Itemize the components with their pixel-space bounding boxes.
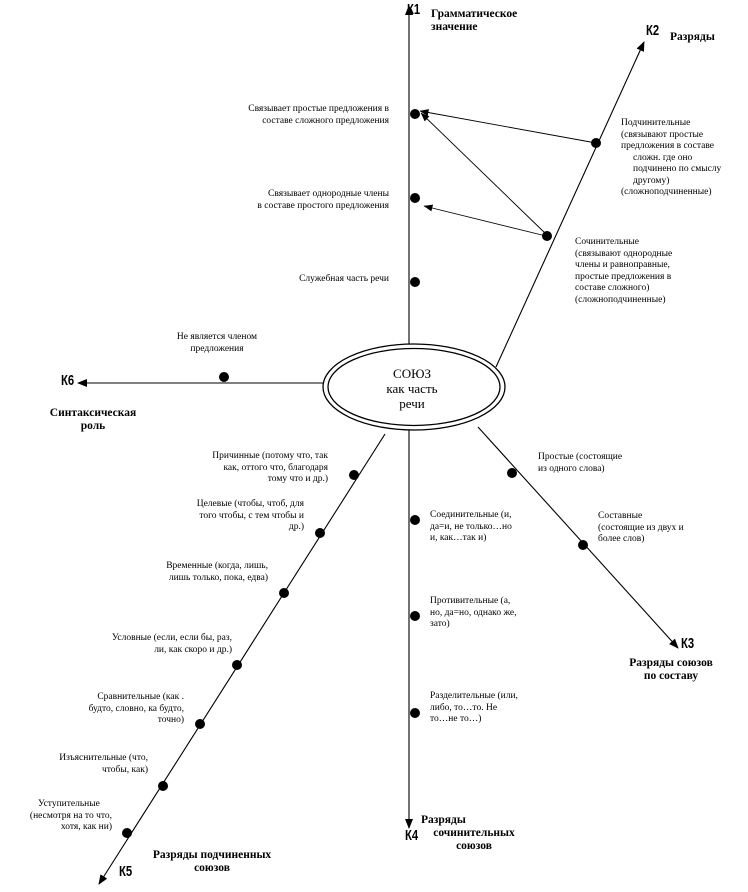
k5-axis-title: Разряды подчиненных союзов [152, 849, 272, 874]
k1-dot-3 [410, 277, 420, 287]
k6-dot-1 [219, 372, 229, 382]
k3-note-2: Составные (состоящие из двух и более сло… [598, 511, 684, 544]
k3-axis-line [477, 426, 679, 649]
k1-axis-id: К1 [407, 1, 421, 18]
k5-note-3: Временные (когда, лишь, лишь только, пок… [166, 561, 268, 583]
k5-dot-5 [195, 719, 205, 729]
k2-dot-2 [542, 231, 552, 241]
subordinate-to-k1-arrow [419, 109, 597, 144]
k3-axis-title: Разряды союзов по составу [629, 657, 713, 682]
k3-dot-1 [507, 468, 517, 478]
k5-note-1: Причинные (потому что, так как, оттого ч… [212, 451, 328, 484]
k6-note-1: Не является членом предложения [176, 332, 258, 354]
k2-note-2: Сочинительные (связывают однородные член… [575, 237, 673, 305]
center-label-line-1: СОЮЗ [393, 366, 431, 381]
k5-dot-2 [315, 528, 325, 538]
k5-note-5: Сравнительные (как . будто, словно, ка б… [88, 692, 184, 725]
k4-dot-3 [410, 708, 420, 718]
k5-dot-7 [122, 828, 132, 838]
k2-axis-title: Разряды [670, 31, 715, 43]
k1-dot-2 [410, 193, 420, 203]
k3-dot-2 [578, 540, 588, 550]
center-label-line-3: речи [399, 396, 425, 411]
coordinating-to-k1-second-arrow [423, 204, 547, 237]
k3-note-1: Простые (состоящие из одного слова) [538, 452, 623, 474]
k5-note-6: Изъяснительные (что, чтобы, как) [59, 753, 148, 775]
k5-axis-line [98, 433, 386, 885]
center-ellipse-outer [322, 343, 506, 431]
k4-note-2: Противительные (а, но, да=но, однако же,… [430, 596, 517, 629]
k5-dot-6 [158, 781, 168, 791]
k1-axis-title: Грамматическое значение [431, 8, 518, 33]
k5-axis-id: К5 [119, 863, 133, 880]
k4-dot-1 [410, 515, 420, 525]
k3-axis-id: К3 [681, 635, 695, 652]
k2-axis-line [495, 41, 645, 368]
k2-note-1: Подчинительные (связывают простые предло… [621, 118, 722, 197]
k2-dot-1 [591, 138, 601, 148]
center-ellipse-inner [327, 347, 501, 427]
k5-dot-4 [232, 660, 242, 670]
center-label: СОЮЗ как часть речи [345, 366, 479, 411]
k4-axis-id: К4 [405, 827, 419, 844]
k5-dot-1 [349, 470, 359, 480]
k5-note-4: Условные (если, если бы, раз, ли, как ск… [111, 633, 232, 655]
k4-axis-title: Разряды сочинительных союзов [421, 814, 515, 852]
k2-axis-id: К2 [646, 22, 660, 39]
k6-axis-id: К6 [61, 372, 75, 389]
k4-note-3: Разделительные (или, либо, то…то. Не то…… [430, 691, 518, 724]
k5-note-2: Целевые (чтобы, чтоб, для того чтобы, с … [196, 499, 304, 532]
coordinating-to-k1-arrow [420, 112, 547, 235]
k1-note-2: Связывает однородные члены в составе про… [257, 189, 389, 211]
k5-dot-3 [279, 588, 289, 598]
k4-note-1: Соединительные (и, да=и, не только…но и,… [430, 510, 512, 543]
k1-note-1: Связывает простые предложения в составе … [248, 104, 389, 126]
k1-note-3: Служебная часть речи [299, 274, 389, 284]
k6-axis-title: Синтаксическая роль [49, 407, 137, 432]
k4-dot-2 [410, 611, 420, 621]
k5-note-7: Уступительные (несмотря на то что, хотя,… [29, 799, 112, 832]
center-label-line-2: как часть [386, 381, 438, 396]
k1-dot-1 [410, 109, 420, 119]
